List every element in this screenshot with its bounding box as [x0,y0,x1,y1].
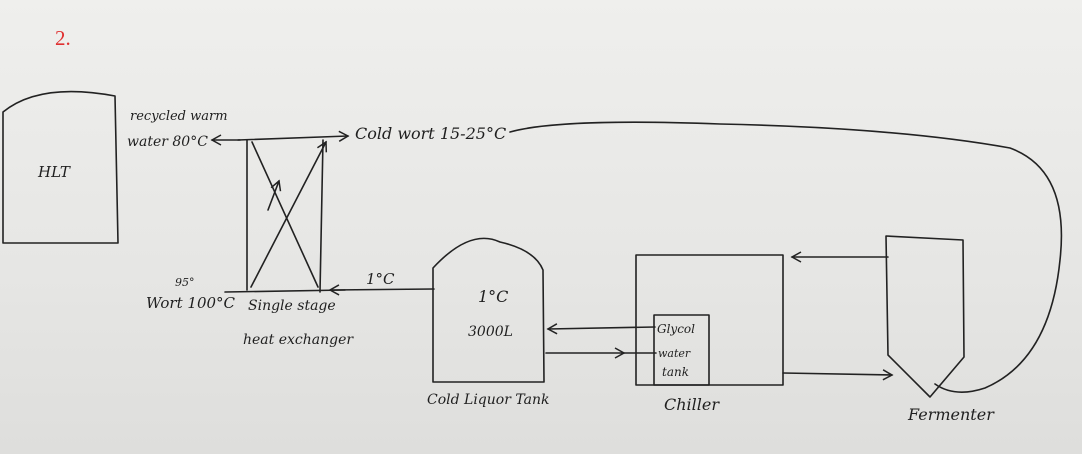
chiller-label: Chiller [664,395,720,414]
cold-liquor-tank: 1°C 3000L [432,237,545,383]
fermenter-supply-arrow [782,369,894,381]
clt-label: Cold Liquor Tank [427,392,549,408]
heat-exchanger-line2: heat exchanger [243,332,354,348]
hlt-vessel: HLT [2,90,119,244]
cold-wort-label: Cold wort 15-25°C [355,124,506,143]
fermenter-vessel [885,235,965,398]
clt-volume: 3000L [468,324,513,340]
fermenter-label: Fermenter [907,405,995,424]
chiller-box: Glycol water tank [635,254,784,386]
heat-exchanger-line1: Single stage [248,298,336,314]
wort-in-top-label: 95° [175,276,195,289]
recycled-water-line2: water 80°C [127,134,208,150]
glycol-tank-line3: tank [662,365,689,379]
clt-temp: 1°C [478,287,508,306]
figure-number: 2. [55,26,71,50]
glycol-tank-line2: water [658,347,691,360]
cold-wort-pipe [509,121,1063,393]
glycol-return-arrow [546,323,656,335]
cold-wort-out-arrow [237,130,350,142]
wort-in-line [224,289,346,293]
hlt-label: HLT [37,163,71,181]
cold-feed-label: 1°C [366,270,395,288]
glycol-tank-line1: Glycol [657,322,695,336]
recycled-water-line1: recycled warm [130,109,228,124]
cold-feed-arrow [328,284,435,296]
heat-exchanger-box [246,139,328,293]
wort-in-label: Wort 100°C [146,294,236,312]
